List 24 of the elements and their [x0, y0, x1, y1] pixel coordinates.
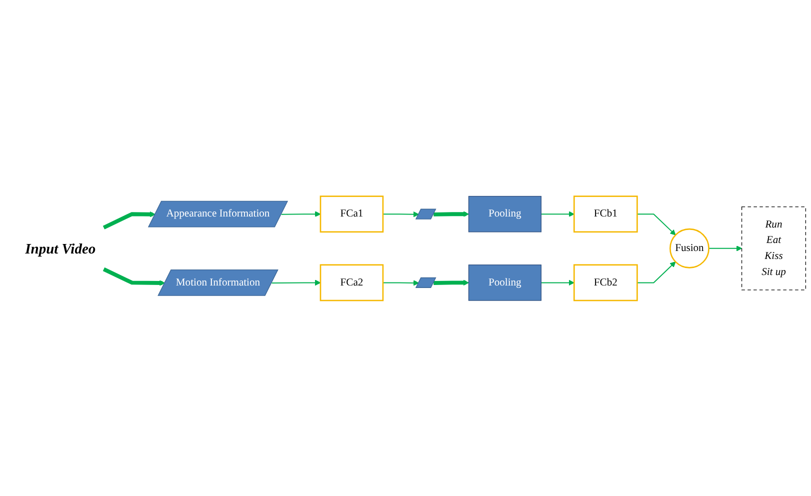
arrow [280, 210, 321, 217]
arrow [434, 279, 469, 286]
node-box [468, 196, 542, 232]
node-circle [670, 228, 710, 268]
arrow [382, 211, 419, 217]
arrow [102, 267, 166, 286]
node-bar [415, 208, 436, 219]
node-bar [415, 277, 436, 288]
arrow [382, 280, 419, 286]
arrow [636, 261, 676, 283]
arrow [540, 210, 574, 217]
node-box [573, 195, 638, 232]
arrow [434, 210, 469, 217]
arrow [708, 245, 742, 251]
arrow [636, 213, 676, 235]
node-box [741, 206, 806, 290]
node-box [320, 195, 384, 232]
arrow [540, 279, 574, 286]
arrow [102, 211, 156, 229]
node-box [468, 264, 542, 300]
arrow [271, 279, 321, 286]
node-box [573, 264, 638, 301]
node-text: Input Video [25, 240, 96, 256]
node-box [320, 264, 384, 301]
